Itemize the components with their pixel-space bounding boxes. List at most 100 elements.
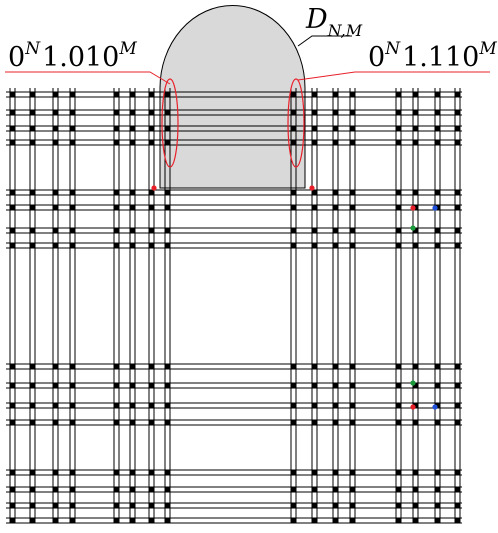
grid-node <box>113 517 120 524</box>
grid-node <box>148 139 155 146</box>
grid-node <box>412 363 419 370</box>
grid-node <box>311 91 318 98</box>
grid-node <box>69 402 76 409</box>
grid-node <box>164 227 171 234</box>
grid-node <box>69 419 76 426</box>
grid-node <box>52 204 59 211</box>
grid-node <box>290 189 297 196</box>
grid-node <box>129 91 136 98</box>
right-point-label: 0N1.110M <box>368 39 497 73</box>
grid-node <box>164 125 171 132</box>
grid-node <box>290 204 297 211</box>
grid-node <box>69 189 76 196</box>
grid-node <box>395 363 402 370</box>
grid-node <box>129 189 136 196</box>
grid-node <box>332 91 339 98</box>
grid-node <box>129 125 136 132</box>
grid-node <box>164 402 171 409</box>
markers <box>151 185 438 410</box>
grid-node <box>113 204 120 211</box>
grid-node <box>332 125 339 132</box>
grid-node <box>454 486 461 493</box>
grid-node <box>113 139 120 146</box>
grid-node <box>52 242 59 249</box>
grid-node <box>29 227 36 234</box>
grid-node <box>69 227 76 234</box>
grid-node <box>290 109 297 116</box>
grid-node <box>395 242 402 249</box>
grid-node <box>113 227 120 234</box>
right-point-highlight <box>287 78 305 168</box>
grid-node <box>9 139 16 146</box>
grid-node <box>9 419 16 426</box>
grid-node <box>412 227 419 234</box>
grid-node <box>29 109 36 116</box>
grid-node <box>69 363 76 370</box>
grid-node <box>113 402 120 409</box>
grid-node <box>311 139 318 146</box>
grid-node <box>395 486 402 493</box>
left-label-leader <box>5 71 171 85</box>
grid-node <box>164 419 171 426</box>
grid-node <box>349 502 356 509</box>
grid-node <box>129 363 136 370</box>
grid-node <box>434 419 441 426</box>
grid-node <box>164 139 171 146</box>
grid-node <box>311 242 318 249</box>
grid-node <box>9 486 16 493</box>
grid-node <box>332 189 339 196</box>
grid-node <box>164 502 171 509</box>
grid-node <box>129 109 136 116</box>
grid-node <box>148 227 155 234</box>
grid-node <box>332 227 339 234</box>
grid-node <box>290 91 297 98</box>
marker-red <box>410 404 416 410</box>
grid-node <box>113 363 120 370</box>
grid-node <box>434 125 441 132</box>
grid-node <box>9 189 16 196</box>
grid-node <box>349 242 356 249</box>
grid-node <box>148 204 155 211</box>
grid-node <box>148 517 155 524</box>
grid-node <box>332 419 339 426</box>
grid-node <box>69 469 76 476</box>
grid-node <box>69 486 76 493</box>
grid-node <box>349 363 356 370</box>
grid-node <box>129 469 136 476</box>
grid-node <box>148 242 155 249</box>
grid-node <box>148 189 155 196</box>
grid-node <box>69 382 76 389</box>
grid-node <box>52 502 59 509</box>
grid-node <box>454 517 461 524</box>
grid-node <box>52 363 59 370</box>
grid-node <box>412 502 419 509</box>
grid-node <box>349 109 356 116</box>
grid-node <box>148 91 155 98</box>
grid-node <box>129 502 136 509</box>
grid-node <box>164 469 171 476</box>
grid-node <box>69 517 76 524</box>
grid-node <box>164 189 171 196</box>
grid-node <box>311 486 318 493</box>
grid-node <box>9 517 16 524</box>
grid-node <box>412 189 419 196</box>
grid-node <box>395 125 402 132</box>
grid-node <box>311 382 318 389</box>
grid-node <box>332 402 339 409</box>
grid-node <box>29 382 36 389</box>
grid-node <box>311 469 318 476</box>
grid-node <box>434 189 441 196</box>
grid-node <box>412 517 419 524</box>
grid-node <box>311 189 318 196</box>
grid-node <box>311 419 318 426</box>
grid-node <box>29 91 36 98</box>
grid-node <box>129 382 136 389</box>
grid-node <box>311 204 318 211</box>
grid-node <box>148 125 155 132</box>
grid-node <box>129 204 136 211</box>
grid-node <box>434 363 441 370</box>
grid-node <box>113 91 120 98</box>
grid-node <box>148 382 155 389</box>
grid-node <box>129 517 136 524</box>
grid-node <box>349 139 356 146</box>
